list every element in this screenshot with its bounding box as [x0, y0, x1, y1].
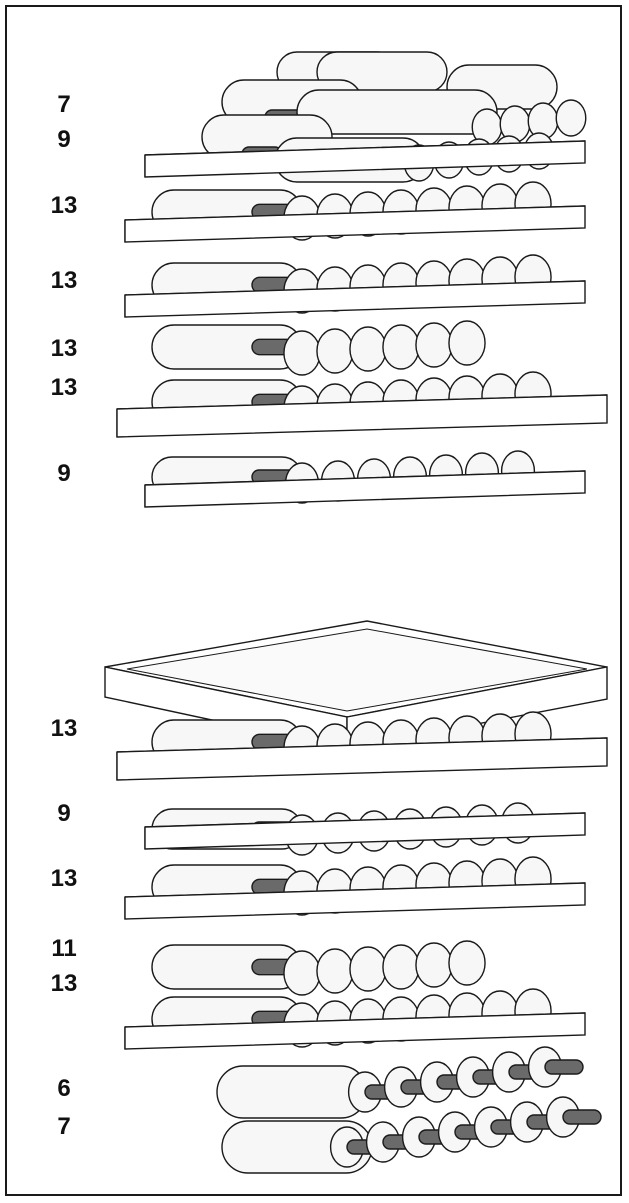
bottle-row	[151, 320, 486, 376]
shelf-edge-front	[144, 812, 586, 850]
bottle-end	[415, 322, 453, 368]
bottle-end	[283, 330, 321, 376]
bottle-neck	[562, 1109, 602, 1125]
shelf-edge-front	[124, 1012, 586, 1050]
tray-inner	[126, 628, 588, 712]
bottle-side	[296, 89, 498, 135]
shelf	[124, 205, 586, 243]
bottle-end	[382, 324, 420, 370]
shelf	[116, 394, 608, 438]
top-count-3: 13	[50, 192, 78, 219]
bottom-count-5: 13	[50, 970, 78, 997]
bottle-end	[448, 320, 486, 366]
shelf-edge-front	[144, 140, 586, 178]
bottle-end	[448, 940, 486, 986]
shelf-edge-front	[124, 205, 586, 243]
bottle-end	[382, 944, 420, 990]
top-count-5: 13	[50, 335, 78, 362]
shelf	[124, 882, 586, 920]
shelf	[144, 140, 586, 178]
shelf-edge-front	[144, 470, 586, 508]
floor-bottles	[216, 1046, 602, 1174]
bottle-side	[216, 1065, 368, 1119]
shelf-edge-front	[116, 394, 608, 438]
top-count-2: 9	[57, 126, 71, 153]
bottom-rack	[104, 620, 608, 1174]
top-count-7: 9	[57, 460, 71, 487]
bottom-count-3: 13	[50, 865, 78, 892]
shelf	[144, 812, 586, 850]
bottom-count-6: 6	[57, 1075, 71, 1102]
bottom-count-7: 7	[57, 1113, 71, 1140]
shelf	[116, 737, 608, 781]
top-bottle-pile	[201, 51, 587, 183]
bottle-body	[216, 1065, 368, 1119]
bottle-end	[316, 328, 354, 374]
top-count-4: 13	[50, 267, 78, 294]
bottle-end	[415, 942, 453, 988]
top-count-1: 7	[57, 91, 71, 118]
bottle-end	[349, 326, 387, 372]
shelf-edge-front	[116, 737, 608, 781]
top-rack	[116, 51, 608, 508]
bottom-count-4: 11	[51, 935, 77, 962]
shelf	[144, 470, 586, 508]
bottle-end	[316, 948, 354, 994]
bottle-row	[151, 940, 486, 996]
wine-rack-illustration	[104, 51, 608, 1174]
shelf-edge-front	[124, 882, 586, 920]
top-count-6: 13	[50, 374, 78, 401]
shelf	[124, 280, 586, 318]
bottle-body	[296, 89, 498, 135]
shelf-edge-front	[124, 280, 586, 318]
bottle-end	[349, 946, 387, 992]
shelf	[124, 1012, 586, 1050]
bottle-end	[283, 950, 321, 996]
bottle-end	[555, 99, 587, 137]
bottle-neck	[544, 1059, 584, 1075]
bottom-count-1: 13	[50, 715, 78, 742]
diagram-frame: 7 9 13 13 13 13 9 13 9 13 11 13 6 7	[5, 5, 622, 1196]
bottom-count-2: 9	[57, 800, 71, 827]
